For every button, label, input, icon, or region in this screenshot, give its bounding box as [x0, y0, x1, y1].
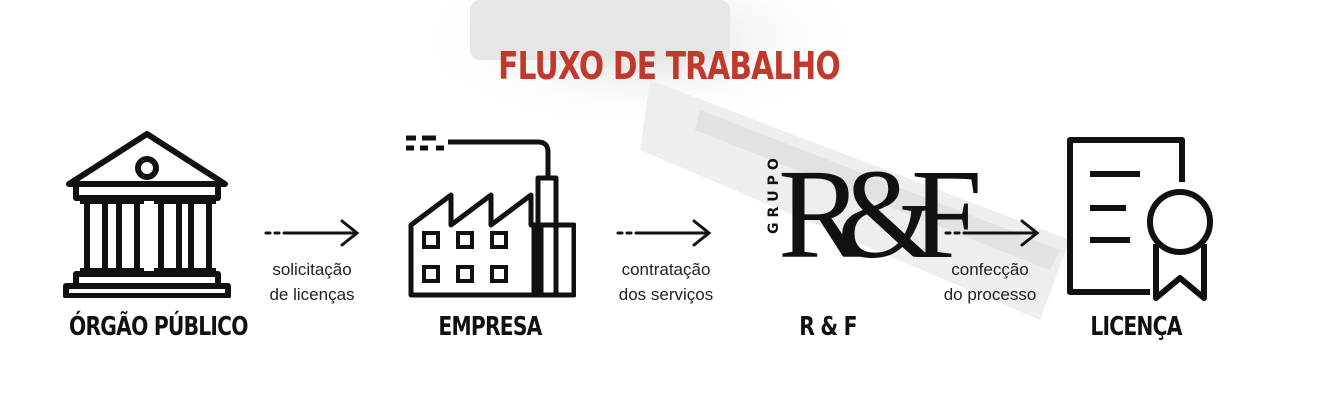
step-label-rf: R & F	[799, 312, 857, 342]
connector-caption-confeccao: confecção do processo	[943, 260, 1037, 304]
arrow-icon	[944, 219, 1040, 247]
diagram-title: FLUXO DE TRABALHO	[498, 44, 841, 88]
courthouse-icon	[63, 131, 231, 298]
grupo-rf-logo: GRUPO R&F	[752, 130, 982, 302]
factory-icon	[406, 135, 576, 298]
step-label-orgao-publico: ÓRGÃO PÚBLICO	[69, 312, 249, 342]
step-label-licenca: LICENÇA	[1090, 312, 1182, 342]
connector-caption-solicitacao: solicitação de licenças	[269, 260, 355, 304]
connector-caption-contratacao: contratação dos serviços	[618, 260, 714, 304]
certificate-icon	[1067, 137, 1213, 301]
arrow-icon	[264, 219, 360, 247]
arrow-icon	[616, 219, 712, 247]
step-label-empresa: EMPRESA	[438, 312, 542, 342]
logo-mark: R&F	[778, 143, 982, 285]
